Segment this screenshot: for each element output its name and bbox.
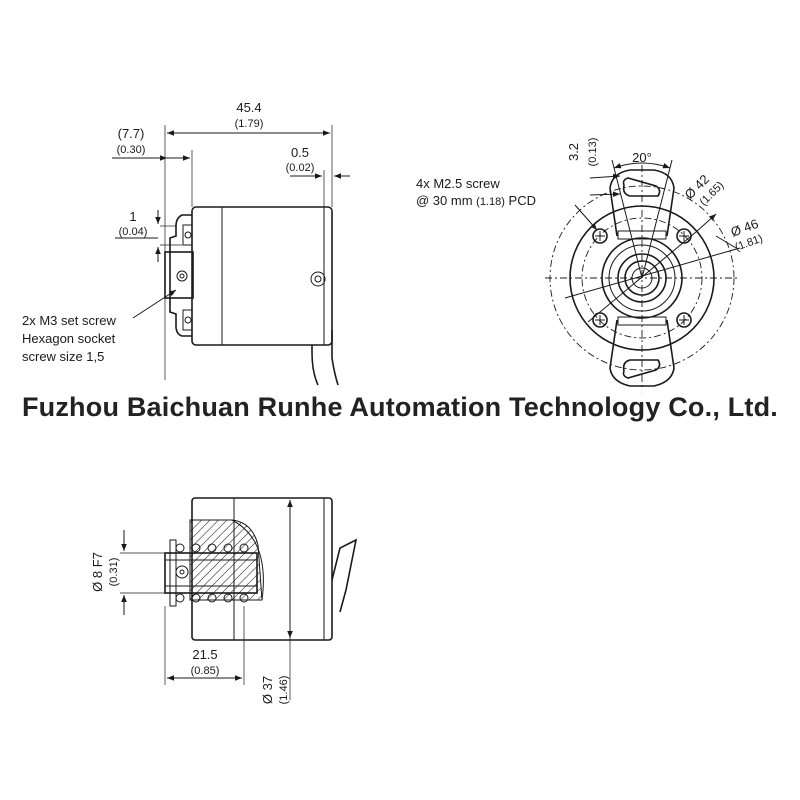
dim-slot-inch: (0.13) — [587, 138, 599, 167]
flange-arm-top — [609, 169, 675, 237]
set-screw-note-line3: screw size 1,5 — [22, 349, 104, 364]
screw-note-line2: @ 30 mm (1.18) PCD — [416, 193, 536, 208]
dim-length: 45.4 — [236, 100, 261, 115]
screw-note-line1: 4x M2.5 screw — [416, 176, 500, 191]
screw-top-left — [592, 228, 608, 244]
mounting-flange — [169, 214, 192, 337]
body-screw — [310, 271, 326, 287]
screw-bottom-right — [676, 312, 692, 328]
dim-length-inch: (1.79) — [235, 118, 264, 130]
dim-depth-inch: (0.85) — [191, 665, 220, 677]
screw-top-right — [676, 228, 692, 244]
flange-tab-bottom — [182, 309, 193, 331]
screw-bottom-left — [592, 312, 608, 328]
dim-step: 1 — [129, 209, 136, 224]
dim-gap: 0.5 — [291, 145, 309, 160]
dim-depth: 21.5 — [192, 647, 217, 662]
flange-tab-top — [182, 224, 193, 246]
set-screw-note-line2: Hexagon socket — [22, 331, 116, 346]
set-screw — [176, 270, 188, 282]
dim-gap-inch: (0.02) — [286, 162, 315, 174]
encoder-body — [191, 206, 333, 346]
dim-bore: Ø 8 F7 — [90, 552, 105, 592]
section-set-screw — [175, 565, 189, 579]
hollow-shaft — [164, 552, 258, 594]
dim-body-diameter-inch: (1.46) — [278, 676, 290, 705]
dim-flange-inch: (0.30) — [117, 144, 146, 156]
cable — [311, 345, 319, 386]
dim-body-diameter: Ø 37 — [260, 676, 275, 704]
body-circle-42 — [569, 205, 715, 351]
dim-flange: (7.7) — [118, 126, 145, 141]
flange-arm-bottom — [609, 319, 675, 387]
outer-circle-46 — [549, 185, 735, 371]
front-view: 4x M2.5 screw @ 30 mm (1.18) PCD 3.2 (0.… — [416, 138, 765, 395]
side-view: 45.4 (1.79) (7.7) (0.30) 0.5 (0.02) 1 (0… — [22, 100, 350, 386]
dim-angle: 20° — [632, 150, 652, 165]
section-cable — [331, 538, 358, 613]
section-view: Ø 8 F7 (0.31) 21.5 (0.85) Ø 37 (1.46) — [90, 497, 358, 705]
company-watermark: Fuzhou Baichuan Runhe Automation Technol… — [0, 388, 800, 427]
set-screw-note-line1: 2x M3 set screw — [22, 313, 117, 328]
dim-bore-inch: (0.31) — [108, 558, 120, 587]
dim-step-inch: (0.04) — [119, 226, 148, 238]
dim-slot: 3.2 — [566, 143, 581, 161]
bearings — [175, 543, 249, 603]
